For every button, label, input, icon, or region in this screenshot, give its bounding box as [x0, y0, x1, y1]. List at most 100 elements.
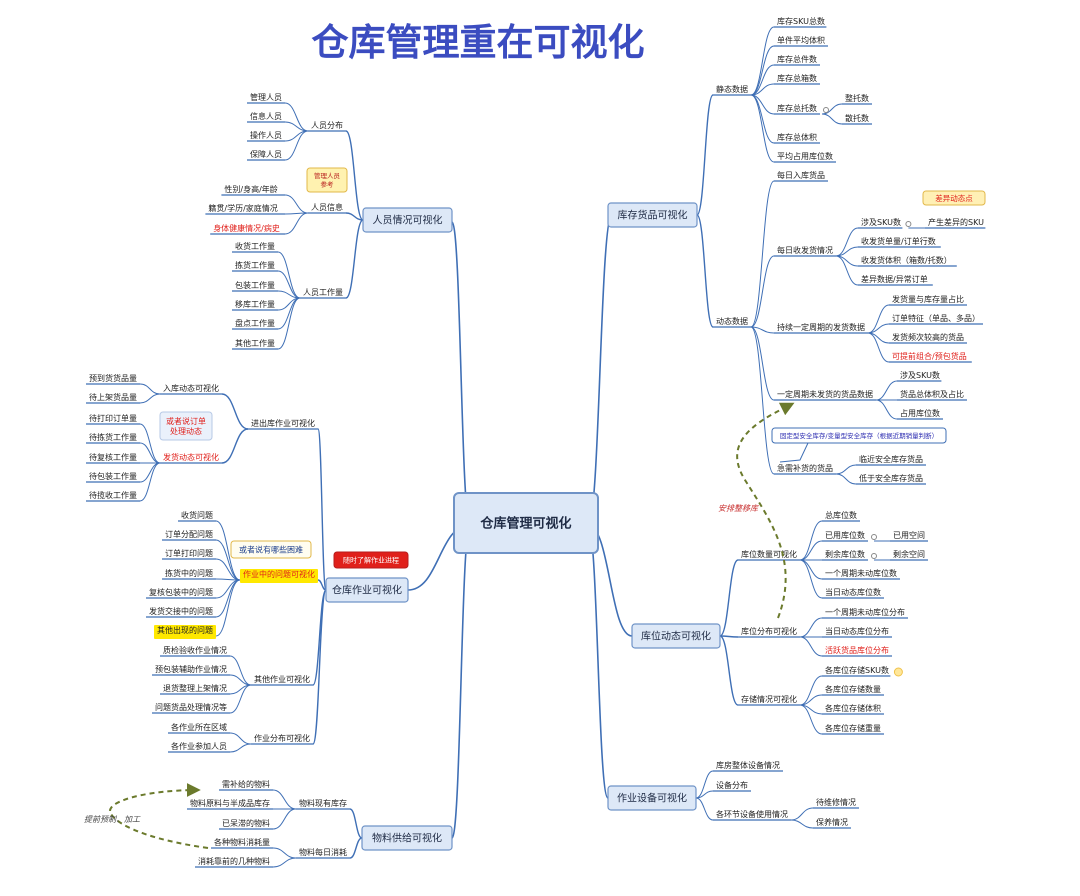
node-label[interactable]: 一定周期未发货的货品数据 [777, 389, 873, 399]
node-label[interactable]: 待打印订单量 [89, 413, 137, 423]
node-label[interactable]: 发货频次较高的货品 [892, 332, 964, 342]
node-label[interactable]: 盘点工作量 [235, 318, 275, 328]
node-label[interactable]: 已用库位数 [825, 530, 865, 540]
node-label[interactable]: 涉及SKU数 [900, 370, 940, 380]
node-label[interactable]: 平均占用库位数 [777, 151, 833, 161]
node-label[interactable]: 保养情况 [816, 817, 848, 827]
branch-node[interactable] [362, 207, 453, 233]
node-label[interactable]: 持续一定周期的发货数据 [777, 322, 865, 332]
node-label[interactable]: 预到货货品量 [89, 373, 137, 383]
node-label[interactable]: 收发货体积（箱数/托数） [861, 255, 952, 265]
node-label[interactable]: 订单打印问题 [165, 548, 213, 558]
node-label[interactable]: 作业中的问题可视化 [243, 569, 315, 579]
node-label[interactable]: 货品总体积及占比 [900, 389, 964, 399]
node-label[interactable]: 库存总体积 [777, 132, 817, 142]
node-label[interactable]: 信息人员 [250, 111, 282, 121]
collapse-toggle[interactable] [905, 221, 912, 227]
node-label[interactable]: 作业分布可视化 [254, 733, 310, 743]
node-label[interactable]: 差异数据/异常订单 [861, 274, 928, 284]
node-label[interactable]: 库位数量可视化 [741, 549, 797, 559]
node-label[interactable]: 发货量与库存量占比 [892, 294, 964, 304]
node-label[interactable]: 一个周期未动库位数 [825, 568, 897, 578]
node-label[interactable]: 拣货中的问题 [165, 568, 213, 578]
node-label[interactable]: 问题货品处理情况等 [155, 702, 227, 712]
collapse-toggle[interactable] [871, 534, 877, 540]
node-label[interactable]: 待包装工作量 [89, 471, 137, 481]
node-label[interactable]: 其他工作量 [235, 338, 275, 348]
node-label[interactable]: 每日收发货情况 [777, 245, 833, 255]
node-label[interactable]: 动态数据 [716, 316, 748, 326]
node-label[interactable]: 预包装辅助作业情况 [155, 664, 227, 674]
branch-node[interactable] [607, 785, 697, 811]
branch-node[interactable] [325, 577, 409, 603]
node-label[interactable]: 物料现有库存 [299, 798, 347, 808]
node-label[interactable]: 占用库位数 [900, 408, 940, 418]
node-label[interactable]: 各库位存储重量 [825, 723, 881, 733]
node-label[interactable]: 库存总件数 [777, 54, 817, 64]
node-label[interactable]: 静态数据 [716, 84, 748, 94]
branch-node[interactable] [361, 825, 453, 851]
collapse-toggle[interactable] [823, 107, 829, 113]
node-label[interactable]: 已用空间 [893, 530, 925, 540]
node-label[interactable]: 退货整理上架情况 [163, 683, 227, 693]
node-label[interactable]: 人员分布 [311, 120, 343, 130]
node-label[interactable]: 物料原料与半成品库存 [190, 798, 270, 808]
node-label[interactable]: 各作业参加人员 [171, 741, 227, 751]
node-label[interactable]: 收货问题 [181, 510, 213, 520]
node-label[interactable]: 订单分配问题 [165, 529, 213, 539]
node-label[interactable]: 待维修情况 [816, 797, 856, 807]
node-label[interactable]: 各种物料消耗量 [214, 837, 270, 847]
node-label[interactable]: 进出库作业可视化 [251, 418, 315, 428]
node-label[interactable]: 涉及SKU数 [861, 217, 901, 227]
node-label[interactable]: 待上架货品量 [89, 392, 137, 402]
node-label[interactable]: 订单特征（单品、多品） [892, 313, 980, 323]
node-label[interactable]: 各库位存储SKU数 [825, 665, 889, 675]
node-label[interactable]: 产生差异的SKU [928, 217, 984, 227]
node-label[interactable]: 库房整体设备情况 [716, 760, 780, 770]
node-label[interactable]: 库存总箱数 [777, 73, 817, 83]
node-label[interactable]: 整托数 [845, 93, 869, 103]
node-label[interactable]: 待拣货工作量 [89, 432, 137, 442]
center-node[interactable] [453, 492, 599, 554]
node-label[interactable]: 每日入库货品 [777, 170, 825, 180]
node-label[interactable]: 各库位存储体积 [825, 703, 881, 713]
branch-node[interactable] [631, 623, 721, 649]
node-label[interactable]: 各作业所在区域 [171, 722, 227, 732]
branch-node[interactable] [607, 202, 698, 228]
collapse-toggle[interactable] [871, 553, 877, 559]
node-label[interactable]: 各库位存储数量 [825, 684, 881, 694]
node-label[interactable]: 单件平均体积 [777, 35, 825, 45]
node-label[interactable]: 保障人员 [250, 149, 282, 159]
node-label[interactable]: 需补给的物料 [222, 779, 270, 789]
node-label[interactable]: 急需补货的货品 [777, 463, 833, 473]
node-label[interactable]: 性别/身高/年龄 [224, 184, 277, 194]
node-label[interactable]: 库存SKU总数 [777, 16, 825, 26]
node-label[interactable]: 库存总托数 [777, 103, 817, 113]
node-label[interactable]: 收货工作量 [235, 241, 275, 251]
node-label[interactable]: 各环节设备使用情况 [716, 809, 788, 819]
node-label[interactable]: 人员信息 [311, 202, 343, 212]
node-label[interactable]: 待揽收工作量 [89, 490, 137, 500]
node-label[interactable]: 收发货单量/订单行数 [861, 236, 936, 246]
node-label[interactable]: 拣货工作量 [235, 260, 275, 270]
node-label[interactable]: 包装工作量 [235, 280, 275, 290]
node-label[interactable]: 一个周期未动库位分布 [825, 607, 905, 617]
node-label[interactable]: 操作人员 [250, 130, 282, 140]
node-label[interactable]: 物料每日消耗 [299, 847, 347, 857]
node-label[interactable]: 籍贯/学历/家庭情况 [208, 203, 277, 213]
node-label[interactable]: 设备分布 [716, 780, 748, 790]
node-label[interactable]: 发货动态可视化 [163, 452, 219, 462]
node-label[interactable]: 人员工作量 [303, 287, 343, 297]
node-label[interactable]: 散托数 [845, 113, 869, 123]
node-label[interactable]: 质检验收作业情况 [163, 645, 227, 655]
node-label[interactable]: 存储情况可视化 [741, 694, 797, 704]
node-label[interactable]: 管理人员 [250, 92, 282, 102]
node-label[interactable]: 低于安全库存货品 [859, 473, 923, 483]
node-label[interactable]: 消耗靠前的几种物料 [198, 856, 270, 866]
node-label[interactable]: 移库工作量 [235, 299, 275, 309]
node-label[interactable]: 待复核工作量 [89, 452, 137, 462]
node-label[interactable]: 剩余库位数 [825, 549, 865, 559]
node-label[interactable]: 剩余空间 [893, 549, 925, 559]
node-label[interactable]: 入库动态可视化 [163, 383, 219, 393]
node-label[interactable]: 身体健康情况/病史 [213, 223, 280, 233]
